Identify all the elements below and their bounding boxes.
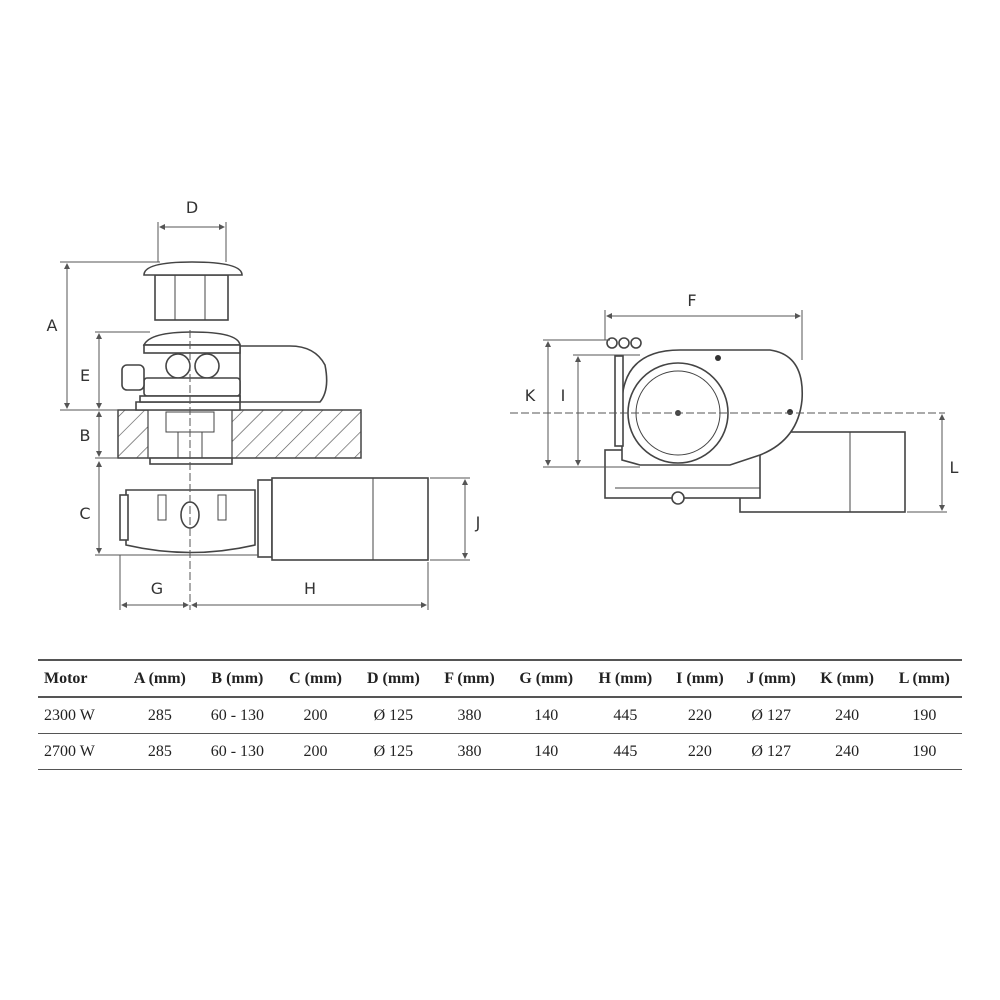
header-cell: H (mm) [585, 660, 665, 698]
table-cell: 140 [534, 742, 559, 760]
table-cell: 380 [457, 742, 482, 760]
side-view: D A E B C J G H [47, 198, 481, 610]
header-cell: D (mm) [354, 660, 433, 698]
motor [257, 477, 429, 561]
table-cell: 445 [613, 706, 638, 724]
label-k: K [525, 386, 536, 405]
table-cell: 285 [147, 742, 172, 760]
capstan-cap [143, 261, 243, 321]
gearbox [119, 457, 256, 554]
header-cell: K (mm) [807, 660, 887, 698]
label-l: L [950, 458, 959, 477]
label-h: H [304, 579, 316, 598]
header-cell: L (mm) [886, 660, 962, 698]
table-cell: Ø 125 [373, 742, 414, 760]
table-row: 2700 W 285 60 - 130 200 Ø 125 380 140 445 220 Ø 1… [38, 734, 962, 770]
header-cell: F (mm) [432, 660, 507, 698]
table-cell: 200 [303, 706, 328, 724]
label-b: B [80, 426, 91, 445]
table-cell: Ø 125 [373, 706, 414, 724]
header-cell: C (mm) [276, 660, 355, 698]
label-i: I [561, 386, 566, 405]
header-cell: A (mm) [121, 660, 199, 698]
windlass-dimension-diagram: D A E B C J G H F K I L [47, 198, 959, 610]
table-cell: 240 [835, 742, 860, 760]
header-cell: J (mm) [734, 660, 808, 698]
table-row: 2300 W 285 60 - 130 200 Ø 125 380 140 445 220 Ø 1… [38, 697, 962, 734]
table-cell: 445 [613, 742, 638, 760]
table-cell: 2700 W [44, 742, 95, 760]
label-g: G [151, 579, 163, 598]
header-cell: G (mm) [506, 660, 586, 698]
gypsy-housing [121, 331, 328, 411]
label-d: D [186, 198, 198, 217]
table-cell: 60 - 130 [210, 742, 265, 760]
header-cell: I (mm) [664, 660, 735, 698]
dimensions-table: Motor A (mm) B (mm) C (mm) D (mm) F (mm)… [38, 659, 962, 770]
table-cell: 200 [303, 742, 328, 760]
table-header-row: Motor A (mm) B (mm) C (mm) D (mm) F (mm)… [38, 660, 962, 698]
label-f: F [687, 291, 696, 310]
header-cell: Motor [38, 660, 122, 698]
table-cell: 220 [687, 706, 712, 724]
table-cell: Ø 127 [751, 706, 791, 724]
table-cell: 140 [534, 706, 559, 724]
label-c: C [79, 504, 90, 523]
table-cell: 2300 W [44, 706, 95, 724]
table-cell: 220 [687, 742, 712, 760]
table-cell: 240 [835, 706, 860, 724]
label-j: J [475, 513, 481, 532]
header-cell: B (mm) [198, 660, 277, 698]
table-cell: 190 [912, 742, 937, 760]
table-cell: 285 [147, 706, 172, 724]
label-a: A [47, 316, 58, 335]
table-cell: 380 [457, 706, 482, 724]
front-view: F K I L [510, 291, 959, 513]
table-cell: 190 [912, 706, 937, 724]
label-e: E [80, 366, 90, 385]
table-cell: Ø 127 [751, 742, 791, 760]
table-cell: 60 - 130 [210, 706, 265, 724]
